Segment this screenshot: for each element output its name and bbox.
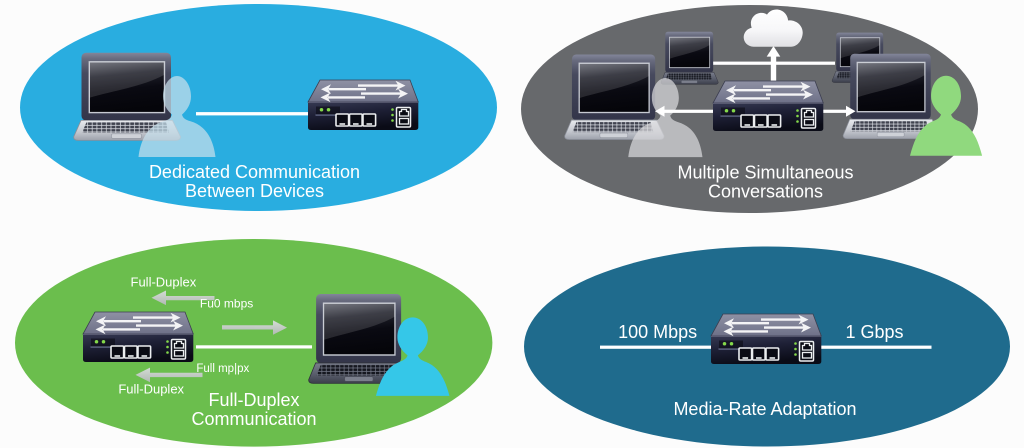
svg-text:Communication: Communication: [191, 409, 316, 429]
svg-text:Fu0 mbps: Fu0 mbps: [200, 297, 253, 311]
svg-text:Multiple Simultaneous: Multiple Simultaneous: [677, 163, 853, 183]
svg-text:Full-Duplex: Full-Duplex: [208, 390, 299, 410]
svg-text:Dedicated Communication: Dedicated Communication: [149, 162, 360, 182]
svg-text:Media-Rate Adaptation: Media-Rate Adaptation: [673, 399, 856, 419]
svg-text:1 Gbps: 1 Gbps: [845, 322, 903, 342]
svg-text:Between Devices: Between Devices: [185, 181, 324, 201]
svg-text:Full mp|px: Full mp|px: [196, 363, 249, 375]
svg-text:Full-Duplex: Full-Duplex: [131, 274, 197, 289]
svg-text:Conversations: Conversations: [708, 182, 823, 202]
svg-text:Full-Duplex: Full-Duplex: [118, 381, 184, 396]
svg-text:100 Mbps: 100 Mbps: [618, 322, 697, 342]
